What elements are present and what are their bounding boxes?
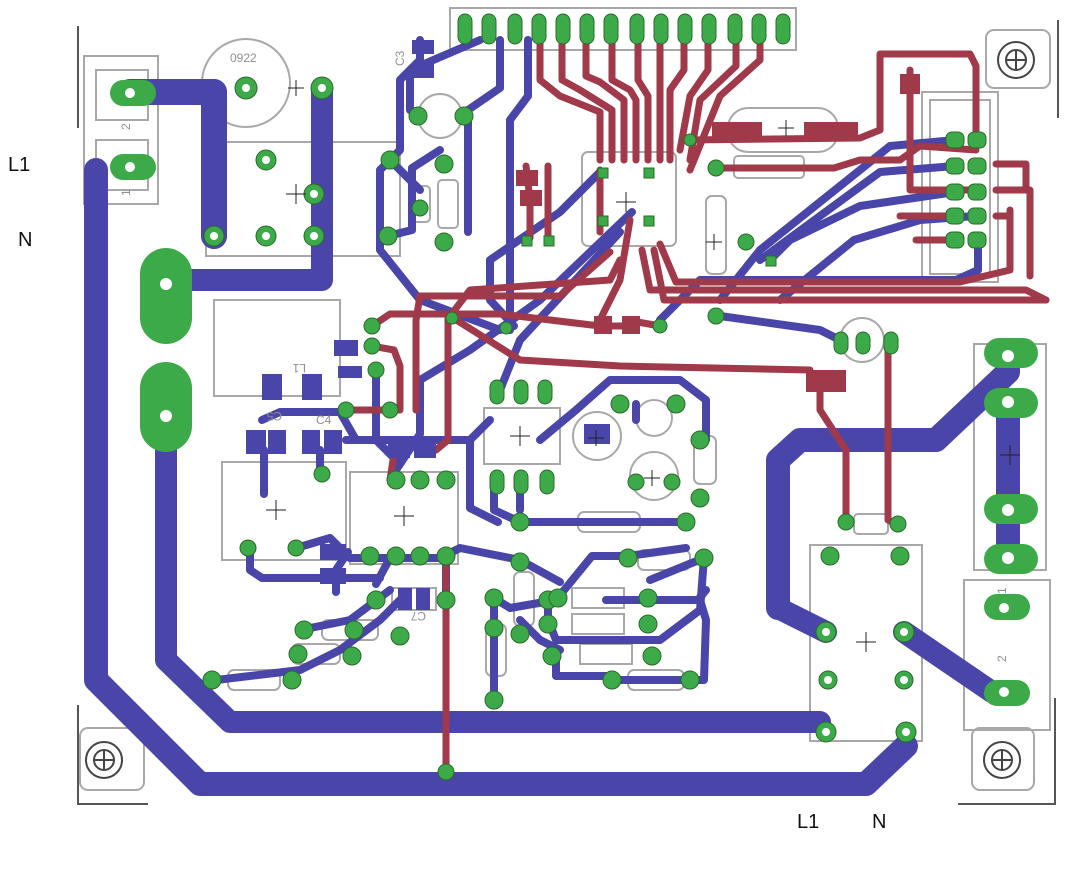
large-pads [110, 80, 1038, 706]
terminal-pin2-left: 2 [119, 123, 133, 130]
silkscreen-text: 0922 C3 C5 C4 C7 L1 1 2 1 2 [119, 50, 1009, 662]
through-hole-pads [202, 13, 987, 781]
relay-part-number: 0922 [230, 51, 257, 65]
cap-c3-label: C3 [393, 50, 407, 66]
cap-c4-label: C4 [316, 413, 332, 427]
terminal-pin2-right: 2 [995, 655, 1009, 662]
bottom-copper-layer [84, 36, 1023, 796]
top-smd-pads [516, 74, 920, 392]
cap-c7-label: C7 [410, 609, 426, 623]
label-n-left: N [18, 229, 33, 251]
label-l1-bottom: L1 [797, 811, 820, 833]
board-outline-corners [77, 20, 1059, 805]
cap-c5-label: C5 [266, 409, 282, 423]
terminal-pin1-right: 1 [995, 587, 1009, 594]
inductor-l1-label: L1 [292, 361, 306, 375]
label-l1-left: L1 [8, 154, 31, 176]
pad-drills [125, 84, 1014, 736]
bottom-smd-pads [246, 40, 610, 610]
mounting-holes [85, 41, 1035, 779]
terminal-pin1-left: 1 [119, 189, 133, 196]
component-origins [266, 80, 1020, 652]
label-n-bottom: N [872, 811, 887, 833]
